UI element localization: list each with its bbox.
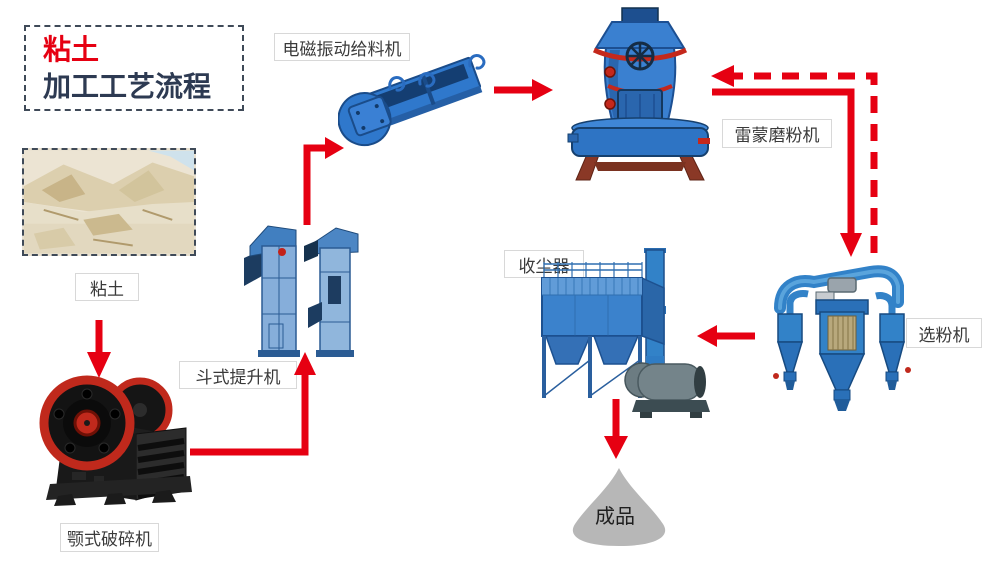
title-process: 加工工艺流程	[43, 71, 212, 102]
arrow-classifier-return-to-mill-dashed	[733, 72, 878, 253]
clay-material-photo	[22, 148, 196, 256]
arrowhead-right-icon	[532, 79, 553, 101]
vibrating-feeder-illustration	[338, 54, 486, 147]
label-bucket-elevator: 斗式提升机	[179, 361, 297, 389]
label-clay: 粘土	[75, 273, 139, 301]
diagram-title-box: 粘土 加工工艺流程	[24, 25, 244, 111]
raymond-mill-illustration	[567, 7, 710, 181]
arrowhead-down-icon	[840, 233, 862, 257]
label-vibrating-feeder: 电磁振动给料机	[274, 33, 410, 61]
powder-classifier-illustration	[773, 265, 911, 411]
finished-product-pile	[572, 468, 666, 546]
arrow-elevator-to-feeder	[303, 144, 326, 225]
arrow-mill-to-classifier	[712, 88, 855, 234]
clay-rock-image	[24, 150, 194, 254]
arrowhead-down-icon	[604, 436, 628, 459]
label-jaw-crusher: 颚式破碎机	[60, 523, 159, 552]
label-raymond-mill: 雷蒙磨粉机	[722, 119, 832, 148]
bucket-elevator-illustration	[244, 225, 359, 357]
title-material: 粘土	[43, 34, 100, 65]
label-powder-classifier: 选粉机	[906, 318, 982, 348]
dust-collector-illustration	[541, 248, 710, 418]
label-finished-product: 成品	[595, 506, 635, 528]
jaw-crusher-illustration	[39, 375, 192, 506]
